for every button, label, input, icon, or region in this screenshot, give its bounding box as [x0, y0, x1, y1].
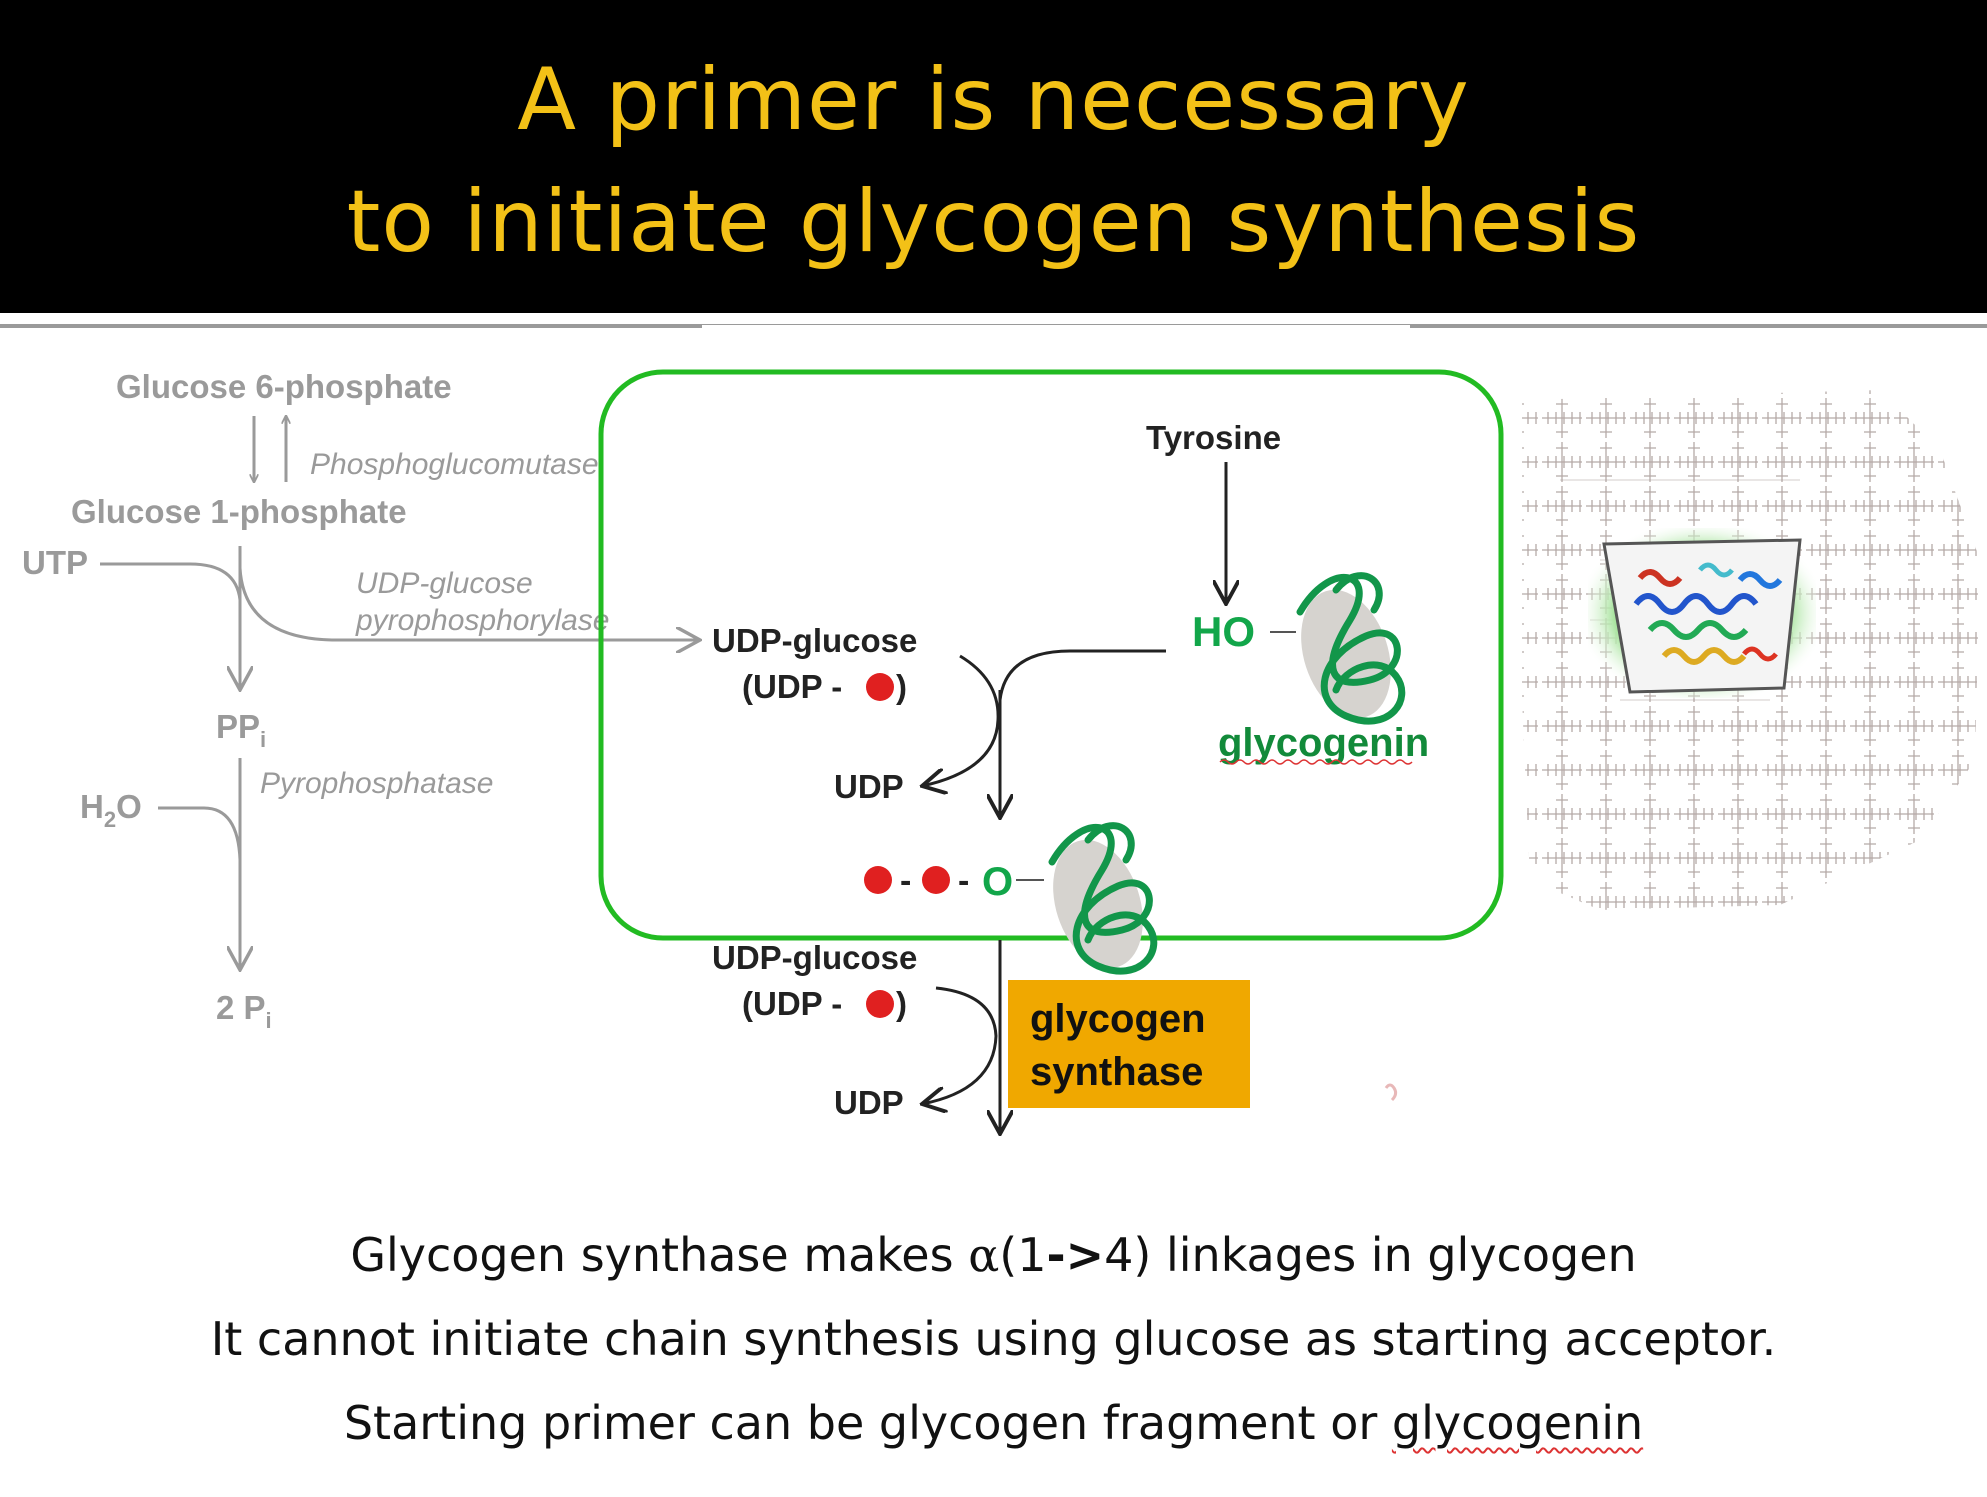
glycogenin-protein-icon: [1296, 572, 1406, 725]
glycogen-synthase-label-1: glycogen: [1030, 997, 1206, 1041]
slide-title-line-1: A primer is necessary: [517, 50, 1470, 150]
glucose-dot-chain-1: [864, 866, 892, 894]
h2o-label: H2O: [80, 788, 142, 832]
phosphoglucomutase-label: Phosphoglucomutase: [310, 448, 599, 481]
glycogenin-feed-line: [998, 649, 1166, 701]
udp-dot-label-1: (UDP -: [742, 668, 842, 705]
o-label: O: [982, 860, 1013, 904]
ppi-label: PPi: [216, 708, 266, 752]
dash-2: -: [958, 862, 969, 900]
faint-artifact: [1384, 1083, 1398, 1102]
primer-highlight-frame: [598, 369, 1504, 941]
protein-ribbon-icon: [1633, 562, 1783, 665]
glycogenin-word: glycogenin: [1391, 1396, 1644, 1450]
primer-mechanism: Tyrosine UDP-glucose (UDP - ) UDP HO gly…: [712, 419, 1429, 1134]
caption-line-2: It cannot initiate chain synthesis using…: [210, 1312, 1777, 1366]
udp-label-1: UDP: [834, 768, 904, 805]
branch-arrow-udp-glucose: [238, 567, 700, 640]
close-paren-2: ): [896, 985, 907, 1022]
utp-label: UTP: [22, 544, 88, 581]
two-pi-label: 2 Pi: [216, 989, 272, 1033]
tyrosine-label: Tyrosine: [1146, 419, 1281, 456]
close-paren-1: ): [896, 668, 907, 705]
title-bar: A primer is necessary to initiate glycog…: [0, 0, 1987, 313]
slide-title-line-2: to initiate glycogen synthesis: [346, 172, 1641, 272]
primed-glycogenin-icon: [1048, 822, 1158, 975]
udp-release-arrow-1: [922, 654, 1000, 786]
glycogenin-spellcheck-underline: [1219, 759, 1413, 765]
pyrophosphatase-label: Pyrophosphatase: [260, 767, 494, 800]
ho-label: HO: [1192, 608, 1255, 655]
udp-glucose-label-1: UDP-glucose: [712, 622, 917, 659]
glycogenin-core-frame: [1602, 538, 1802, 694]
glucose-dot-1: [866, 673, 894, 701]
h2o-curve: [158, 806, 242, 861]
udp-glucose-pyrophosphorylase-label-1: UDP-glucose: [356, 567, 533, 600]
glucose-dot-chain-2: [922, 866, 950, 894]
title-divider-gap: [702, 325, 1410, 328]
glycogenin-label: glycogenin: [1218, 721, 1429, 765]
glucose-dot-2: [866, 990, 894, 1018]
udp-glucose-pyrophosphorylase-label-2: pyrophosphorylase: [355, 604, 610, 637]
glycogen-synthase-box: [1008, 980, 1250, 1108]
glycogen-particle-image: [1522, 390, 1980, 910]
udp-glucose-label-2: UDP-glucose: [712, 939, 917, 976]
udp-release-arrow-2: [922, 986, 998, 1104]
glucose-6-phosphate-label: Glucose 6-phosphate: [116, 368, 452, 405]
udp-label-2: UDP: [834, 1084, 904, 1121]
pathway-gray: Glucose 6-phosphate Phosphoglucomutase G…: [22, 368, 700, 1033]
caption-line-3: Starting primer can be glycogen fragment…: [343, 1396, 1644, 1450]
glucose-1-phosphate-label: Glucose 1-phosphate: [71, 493, 407, 530]
glycogen-synthase-label-2: synthase: [1030, 1050, 1203, 1094]
utp-curve: [100, 562, 242, 601]
dash-1: -: [900, 862, 911, 900]
udp-dot-label-2: (UDP -: [742, 985, 842, 1022]
caption-line-1: Glycogen synthase makes α(1->4) linkages…: [350, 1228, 1637, 1282]
